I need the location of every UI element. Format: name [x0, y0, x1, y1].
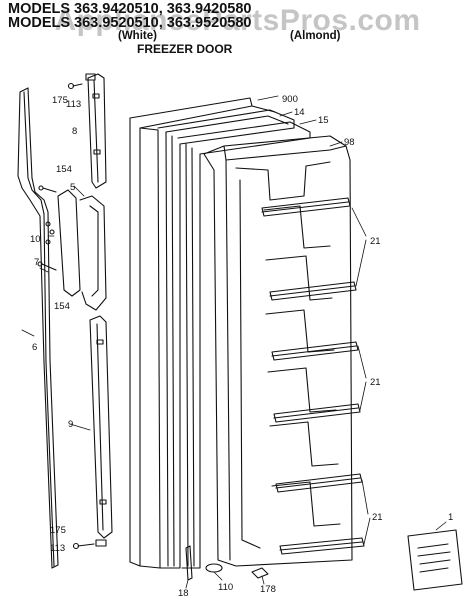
label-14: 14 — [294, 107, 305, 118]
color-white: (White) — [118, 30, 157, 42]
models-line-1: MODELS 363.9420510, 363.9420580 — [8, 1, 252, 17]
label-6: 6 — [32, 342, 37, 353]
label-113-top: 113 — [66, 99, 81, 110]
models-line-2: MODELS 363.9520510, 363.9520580 — [8, 15, 252, 31]
label-175-bottom: 175 — [50, 525, 66, 536]
handle-trim-8 — [87, 73, 107, 189]
label-8: 8 — [72, 126, 77, 137]
fasteners — [37, 73, 107, 550]
label-1: 1 — [448, 512, 453, 523]
handle-trim-9 — [89, 315, 113, 539]
callout-labels: 175 113 8 154 5 10 7 154 6 9 175 113 900… — [30, 94, 453, 599]
leader-lines — [21, 95, 447, 589]
label-9: 9 — [68, 419, 73, 430]
label-154-top: 154 — [56, 164, 72, 175]
label-21-a: 21 — [370, 236, 381, 247]
door-outer-panel-900 — [129, 97, 276, 569]
section-title: FREEZER DOOR — [137, 42, 233, 56]
door-liner-15 — [177, 121, 311, 569]
label-110: 110 — [218, 582, 233, 593]
label-178: 178 — [260, 584, 276, 595]
label-98: 98 — [344, 137, 355, 148]
door-handle-5 — [57, 189, 107, 311]
bottom-small-parts — [185, 545, 269, 581]
label-7: 7 — [34, 257, 39, 268]
label-15: 15 — [318, 115, 329, 126]
door-gasket-14 — [157, 109, 295, 569]
label-113-bottom: 113 — [50, 543, 65, 554]
inner-liner-98 — [203, 135, 353, 567]
label-5: 5 — [70, 182, 75, 193]
trim-strip-6 — [17, 87, 59, 569]
label-18: 18 — [178, 588, 189, 599]
label-21-c: 21 — [372, 512, 383, 523]
watermark: AppliancePartsPros.com — [54, 4, 421, 37]
label-154-bottom: 154 — [54, 301, 70, 312]
label-10: 10 — [30, 234, 41, 245]
instruction-card-1 — [407, 529, 463, 591]
label-900: 900 — [282, 94, 298, 105]
color-almond: (Almond) — [290, 30, 341, 42]
shelf-bars-21 — [261, 197, 365, 555]
label-175-top: 175 — [52, 95, 68, 106]
label-21-b: 21 — [370, 377, 381, 388]
